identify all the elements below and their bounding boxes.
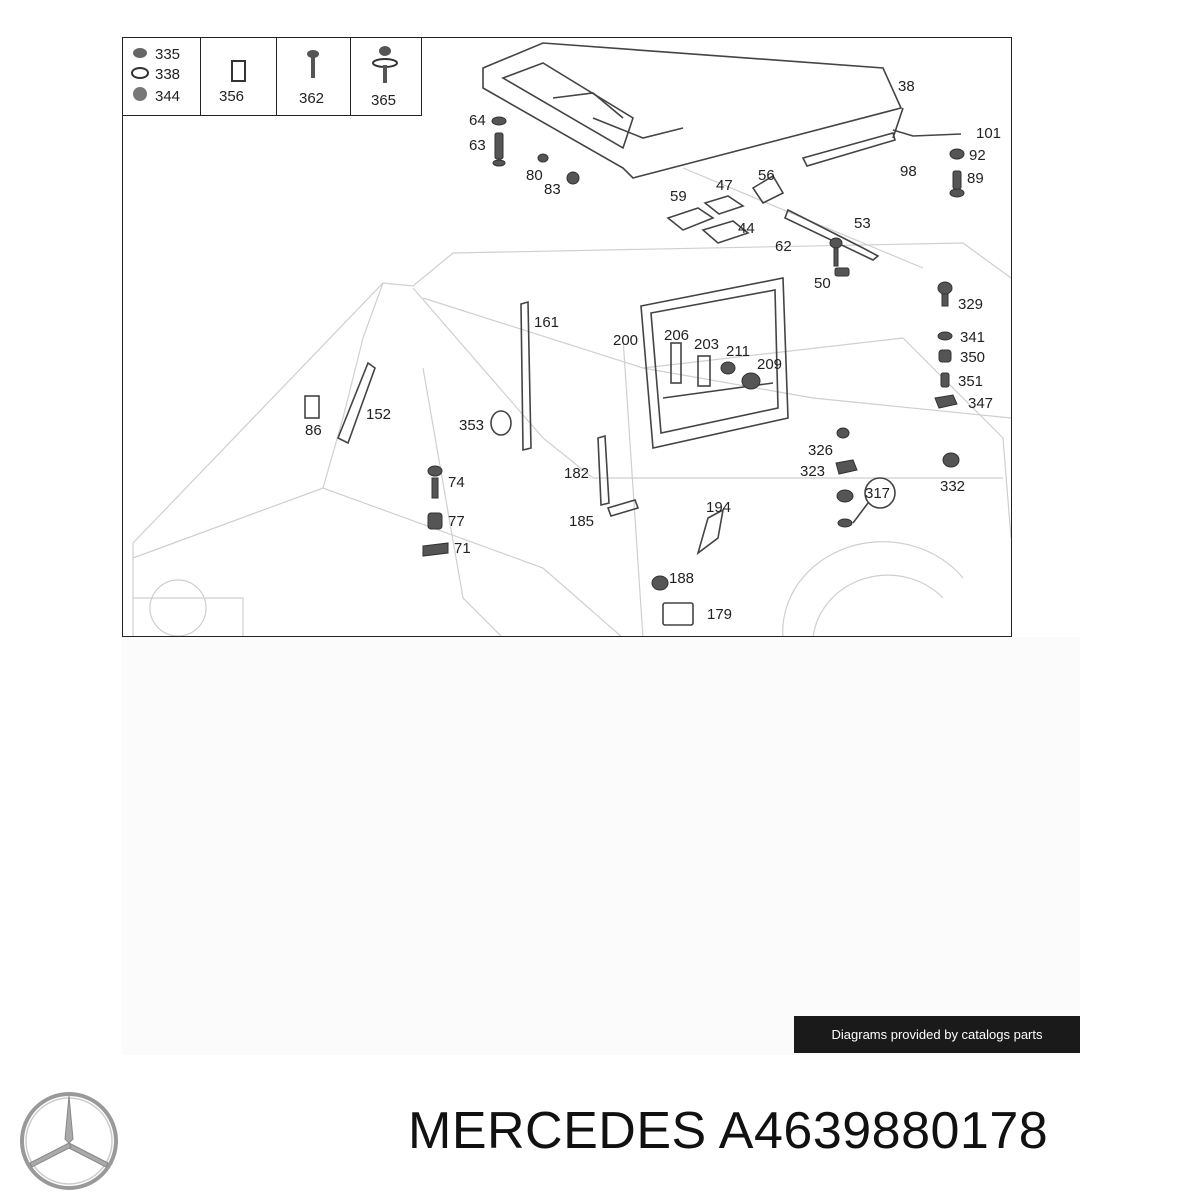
callout-44: 44 <box>738 220 755 237</box>
callout-47: 47 <box>716 177 733 194</box>
credit-badge: Diagrams provided by catalogs parts <box>794 1016 1080 1053</box>
callout-332: 332 <box>940 478 966 495</box>
callout-209: 209 <box>757 356 783 373</box>
vehicle-outline-drawing <box>132 42 1011 636</box>
callout-74: 74 <box>448 474 465 491</box>
callout-89: 89 <box>967 170 984 187</box>
diagram-background-panel <box>122 637 1080 1055</box>
legend-label: 338 <box>155 66 181 83</box>
expansion-rivet-icon <box>372 46 398 83</box>
callout-77: 77 <box>448 513 465 530</box>
callout-351: 351 <box>958 373 984 390</box>
callout-188: 188 <box>669 570 695 587</box>
callout-326: 326 <box>808 442 834 459</box>
fastener-legend: 335 338 344 356 362 365 <box>123 38 422 116</box>
callout-83: 83 <box>544 181 561 198</box>
callout-179: 179 <box>707 606 733 623</box>
part-number: A4639880178 <box>718 1102 1049 1160</box>
callout-323: 323 <box>800 463 826 480</box>
mercedes-star-logo-icon <box>20 1092 118 1190</box>
legend-cell: 362 <box>277 38 351 115</box>
callout-92: 92 <box>969 147 986 164</box>
callout-53: 53 <box>854 215 871 232</box>
callout-62: 62 <box>775 238 792 255</box>
callout-86: 86 <box>305 422 322 439</box>
brand-name: MERCEDES <box>408 1102 707 1160</box>
callout-50: 50 <box>814 275 831 292</box>
legend-label: 344 <box>155 88 181 105</box>
brand-title: MERCEDES A4639880178 <box>408 1105 1048 1157</box>
callout-56: 56 <box>758 167 775 184</box>
callout-71: 71 <box>454 540 471 557</box>
callout-206: 206 <box>664 327 690 344</box>
legend-cell: 356 <box>201 38 277 115</box>
callout-185: 185 <box>569 513 595 530</box>
callout-203: 203 <box>694 336 720 353</box>
parts-diagram: 335 338 344 356 362 365 38 101 <box>122 37 1012 637</box>
callout-64: 64 <box>469 112 486 129</box>
clip-icon <box>231 60 246 82</box>
callout-341: 341 <box>960 329 986 346</box>
callout-63: 63 <box>469 137 486 154</box>
legend-label: 362 <box>299 90 325 107</box>
legend-cell: 335 338 344 <box>123 38 201 115</box>
callout-59: 59 <box>670 188 687 205</box>
callout-194: 194 <box>706 499 732 516</box>
callout-317: 317 <box>865 485 891 502</box>
legend-label: 365 <box>371 92 397 109</box>
callout-329: 329 <box>958 296 984 313</box>
washer-icon <box>131 48 149 101</box>
callout-101: 101 <box>976 125 1002 142</box>
callout-182: 182 <box>564 465 590 482</box>
callout-211: 211 <box>726 343 750 360</box>
callout-350: 350 <box>960 349 986 366</box>
callout-152: 152 <box>366 406 392 423</box>
callout-98: 98 <box>900 163 917 180</box>
bolt-icon <box>307 50 319 78</box>
callout-38: 38 <box>898 78 915 95</box>
legend-cell: 365 <box>351 38 421 115</box>
callout-347: 347 <box>968 395 994 412</box>
legend-label: 356 <box>219 88 245 105</box>
callout-200: 200 <box>613 332 639 349</box>
callout-161: 161 <box>534 314 560 331</box>
callout-353: 353 <box>459 417 485 434</box>
legend-label: 335 <box>155 46 181 63</box>
callout-80: 80 <box>526 167 543 184</box>
